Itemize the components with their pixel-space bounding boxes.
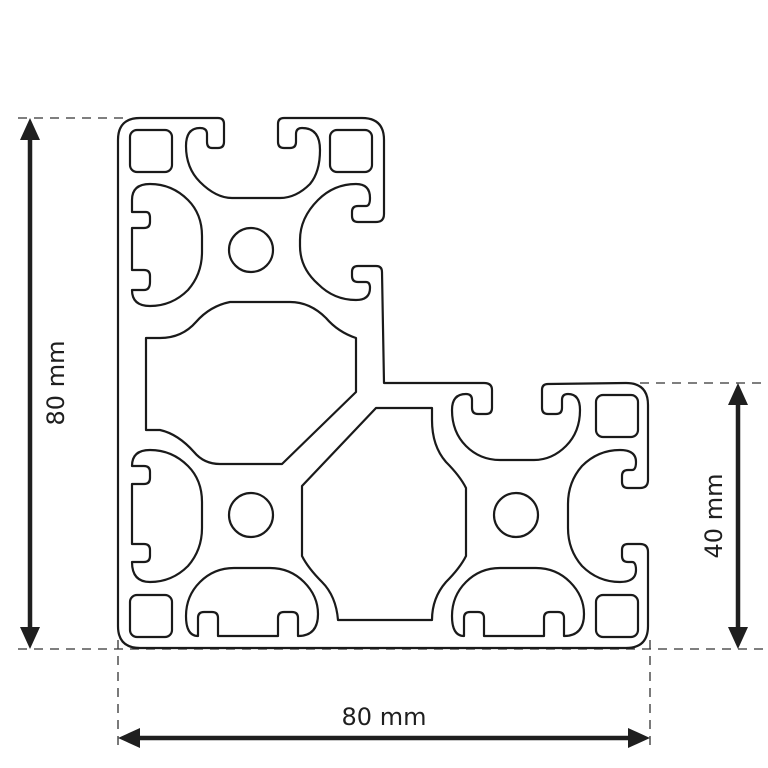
center-hole-bottom-right: [492, 491, 540, 539]
cavity-corner-br: [594, 593, 640, 639]
arrow-right-icon: [628, 728, 650, 748]
tslot-left-lower: [130, 448, 204, 584]
tslot-left-upper: [130, 182, 204, 308]
center-hole-bottom-left: [227, 491, 275, 539]
cavity-large-center: [300, 406, 468, 622]
dim-label-left: 80 mm: [42, 341, 70, 426]
cavity-corner-tl: [128, 128, 174, 174]
cavity-corner-tr: [328, 128, 374, 174]
dimension-height-left: 80 mm: [20, 118, 70, 649]
cavity-corner-bl: [128, 593, 174, 639]
center-hole-top: [227, 226, 275, 274]
extension-lines: [18, 117, 768, 748]
cavity-corner-rt: [594, 393, 640, 439]
arrow-down-icon: [728, 627, 748, 649]
dimension-width-bottom: 80 mm: [118, 703, 650, 748]
arrow-left-icon: [118, 728, 140, 748]
dim-label-right: 40 mm: [700, 474, 728, 559]
tslot-bottom-right: [450, 566, 586, 638]
arrow-up-icon: [728, 383, 748, 405]
tslot-bottom-left: [184, 566, 320, 638]
outer-contour: [116, 116, 650, 650]
cavity-large-upper: [144, 300, 358, 466]
profile-outline: [116, 116, 650, 650]
dim-label-bottom: 80 mm: [342, 703, 427, 731]
dimension-height-right: 40 mm: [700, 383, 748, 649]
arrow-down-icon: [20, 627, 40, 649]
profile-cavities: [128, 128, 640, 639]
arrow-up-icon: [20, 118, 40, 140]
